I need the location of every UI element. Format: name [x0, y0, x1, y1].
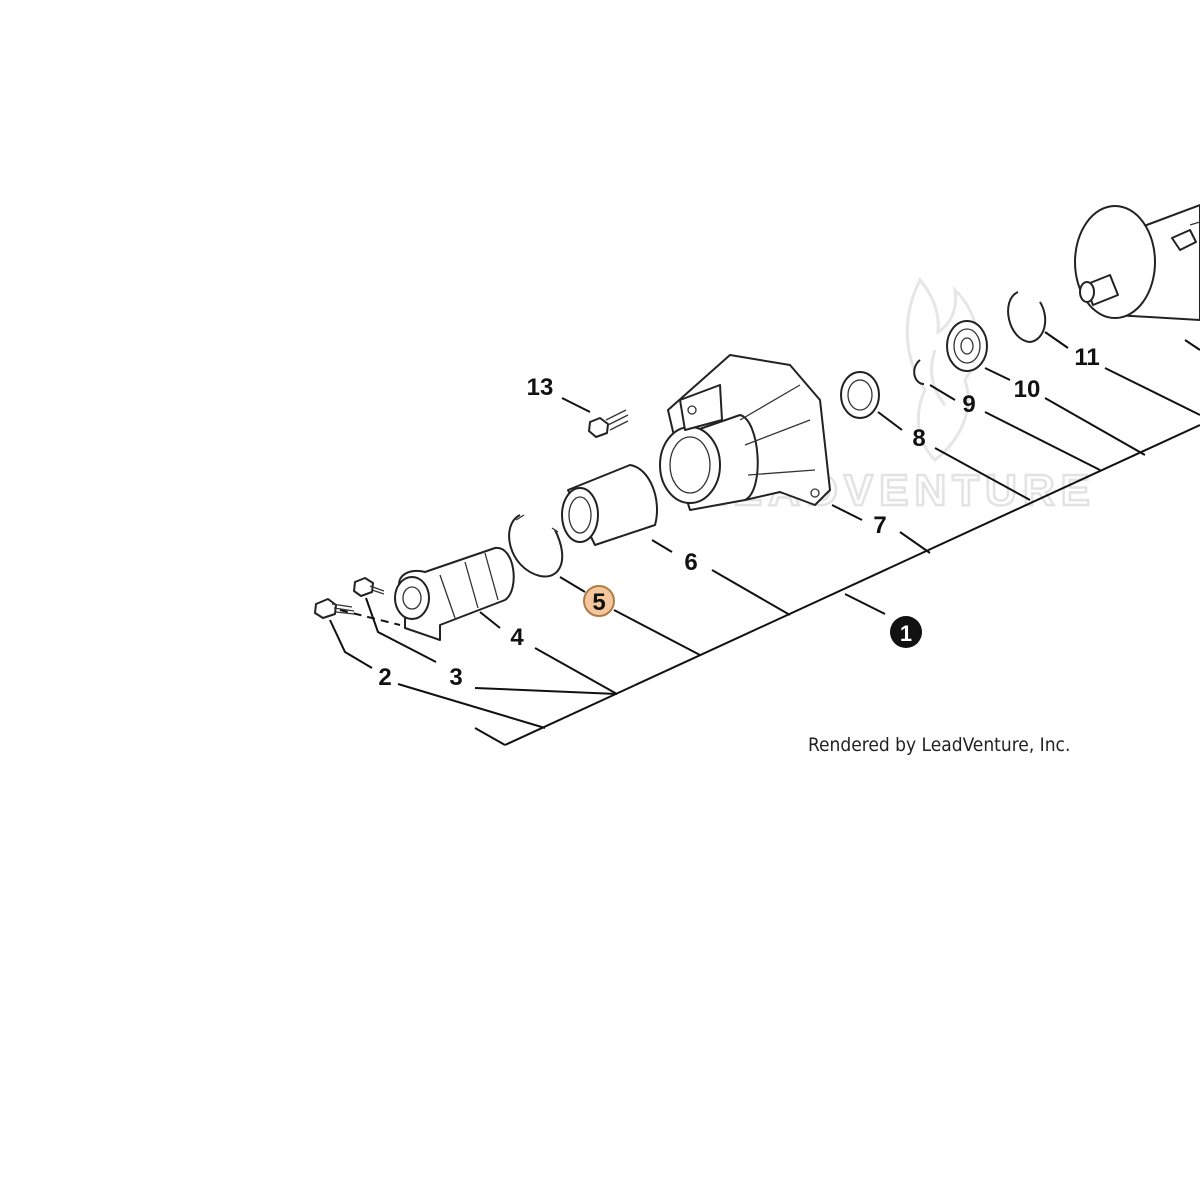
leader-lines	[329, 331, 1200, 746]
callout-10: 10	[1014, 376, 1041, 403]
callout-4: 4	[510, 624, 524, 651]
part-6-sleeve	[561, 464, 658, 546]
callout-6: 6	[684, 549, 697, 576]
part-4-clamp-sleeve	[394, 546, 515, 641]
render-credit: Rendered by LeadVenture, Inc.	[808, 734, 1070, 756]
callout-labels: 2 3 4 5 6 1 7 8 9 10 11 13	[378, 344, 1099, 691]
part-7-gear-housing	[659, 354, 831, 511]
callout-9: 9	[962, 391, 975, 418]
callout-5-badge	[583, 585, 615, 617]
part-12-clutch-drum	[1074, 204, 1200, 321]
callout-2: 2	[378, 664, 391, 691]
callout-8: 8	[912, 425, 925, 452]
callout-5: 5	[592, 589, 605, 616]
callout-7: 7	[873, 512, 886, 539]
callout-1-badge	[890, 616, 922, 648]
callout-1-assembly[interactable]: 1	[890, 616, 922, 648]
part-5-snap-ring	[508, 514, 564, 578]
callout-5-highlighted[interactable]: 5	[583, 585, 615, 617]
callout-1: 1	[900, 621, 912, 646]
part-2-bolt	[314, 598, 355, 619]
callout-11: 11	[1074, 344, 1099, 371]
part-9-small-ring	[913, 359, 925, 385]
callout-13: 13	[527, 374, 554, 401]
part-8-seal	[840, 371, 880, 419]
part-11-snap-ring	[1007, 291, 1047, 343]
part-10-bearing	[946, 320, 988, 372]
part-3-bolt	[353, 577, 385, 597]
callout-3: 3	[449, 664, 462, 691]
part-13-bolt	[588, 409, 629, 438]
